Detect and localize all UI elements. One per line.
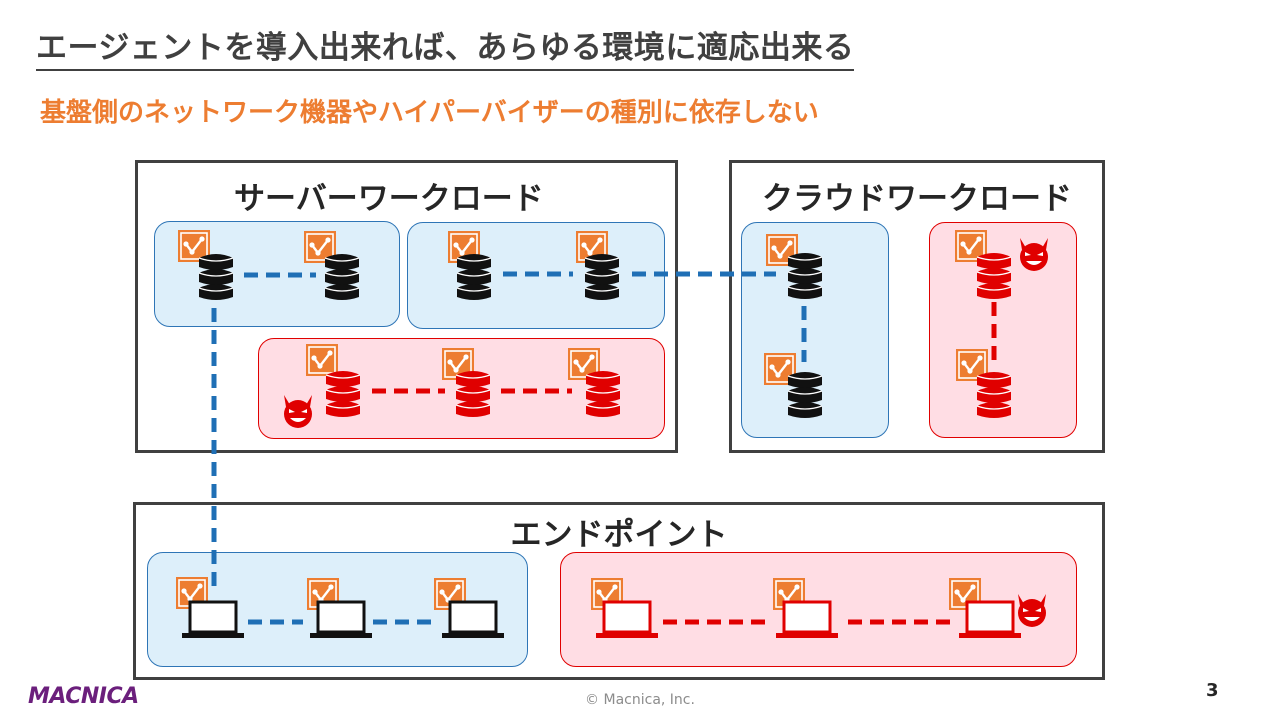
slide-subtitle: 基盤側のネットワーク機器やハイパーバイザーの種別に依存しない [40,98,819,128]
page-number: 3 [1206,680,1219,701]
database-server-icon [325,369,361,417]
database-server-icon [787,370,823,418]
laptop-icon [595,600,659,640]
agent-badge-icon [306,344,338,376]
laptop-icon [441,600,505,640]
database-server-icon [787,251,823,299]
database-server-icon [455,369,491,417]
laptop-icon [309,600,373,640]
database-server-icon [584,252,620,300]
devil-face-icon [280,393,316,429]
laptop-icon [775,600,839,640]
database-server-icon [976,251,1012,299]
endpoint-title: エンドポイント [510,517,728,553]
devil-face-icon [1014,592,1050,628]
cloud-workload-title: クラウドワークロード [762,181,1072,217]
server-workload-title: サーバーワークロード [234,181,544,217]
agent-badge-icon [178,230,210,262]
database-server-icon [324,252,360,300]
database-server-icon [198,252,234,300]
laptop-icon [958,600,1022,640]
database-server-icon [976,370,1012,418]
laptop-icon [181,600,245,640]
slide-title: エージェントを導入出来れば、あらゆる環境に適応出来る [36,22,855,71]
macnica-logo: MACNICA [28,684,139,709]
copyright-text: © Macnica, Inc. [585,692,695,708]
devil-face-icon [1016,236,1052,272]
database-server-icon [456,252,492,300]
database-server-icon [585,369,621,417]
